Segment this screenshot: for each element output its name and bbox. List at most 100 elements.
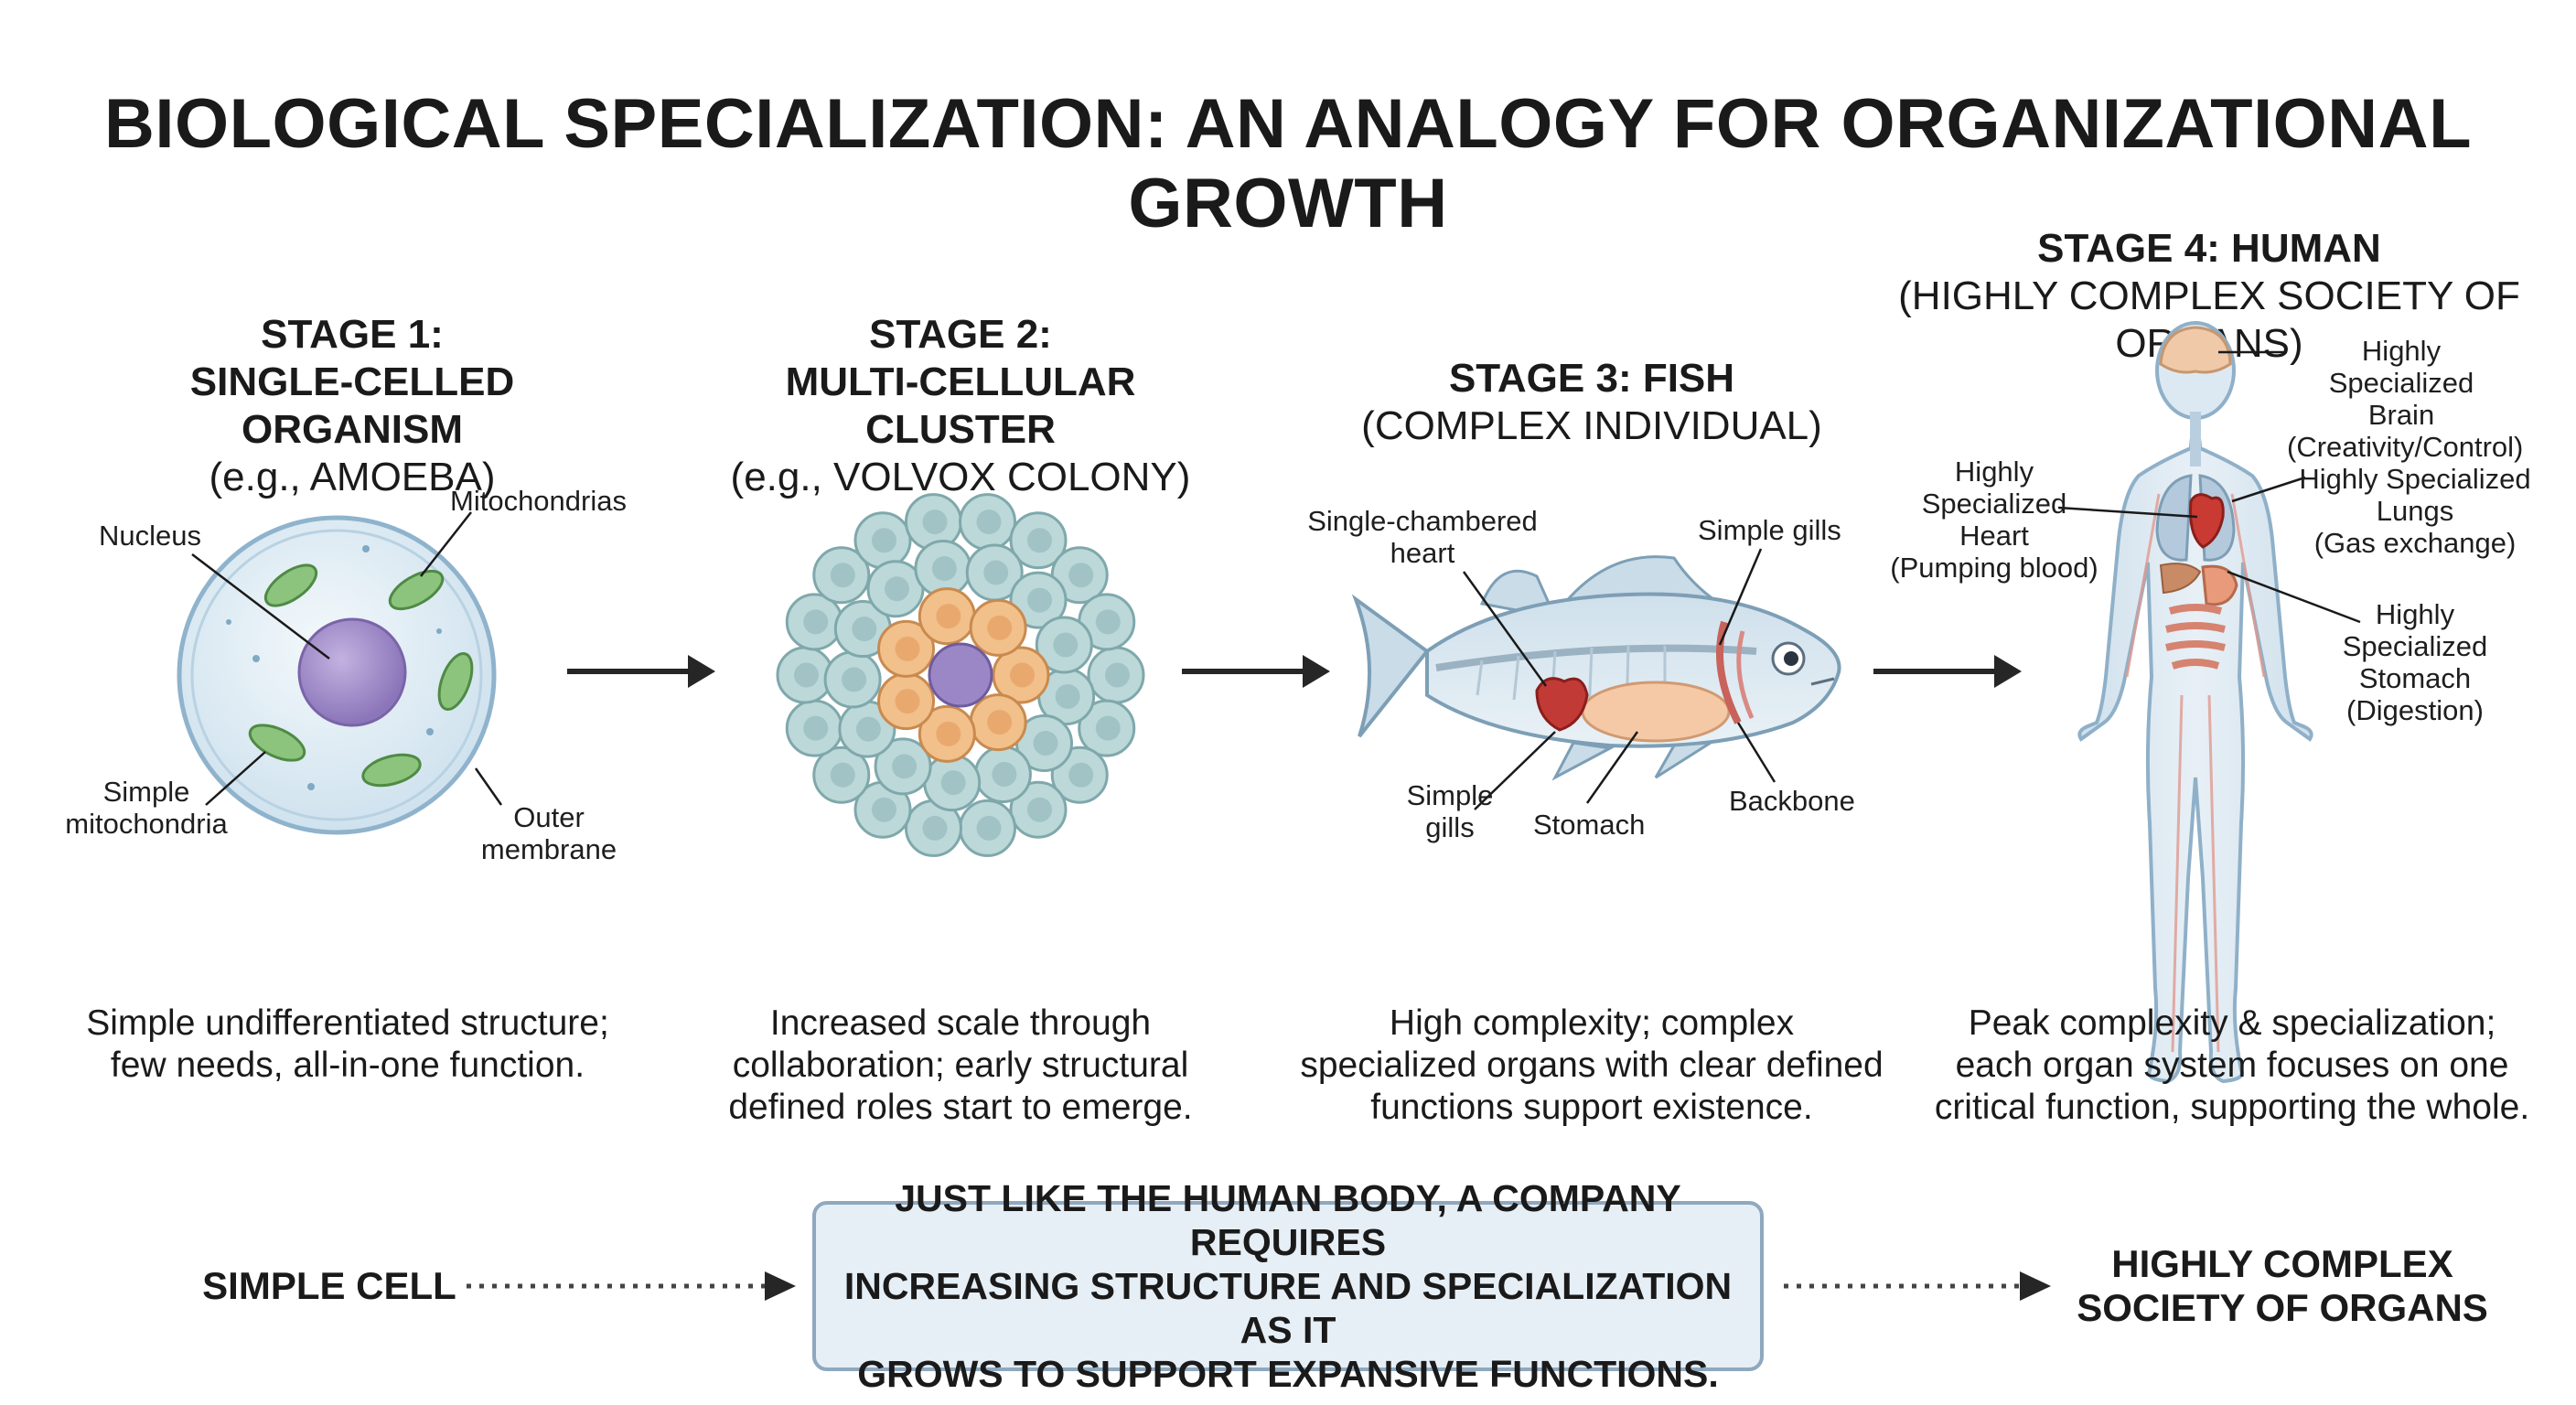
stage-2-heading-line-1: STAGE 2: (869, 312, 1052, 357)
cluster-outer-cell-nucleus (976, 815, 1002, 841)
label-lungs-line-1: Highly Specialized (2299, 463, 2531, 495)
stage-3-heading-line-1: STAGE 3: FISH (1448, 356, 1735, 401)
stage-4-subheading: (HIGHLY COMPLEX SOCIETY OF ORGANS) (1898, 273, 2520, 366)
stage-3-description: High complexity; complex specialized org… (1281, 1003, 1903, 1129)
callout-line-2: INCREASING STRUCTURE AND SPECIALIZATION … (843, 1265, 1733, 1351)
label-simple-mitochondria-line-1: Simple (102, 776, 190, 808)
label-stomach-human-line-1: Highly (2375, 598, 2455, 630)
label-lungs: Highly Specialized Lungs (Gas exchange) (2296, 463, 2534, 559)
cluster-outer-cell-nucleus (872, 797, 896, 822)
stage-1-heading: STAGE 1: SINGLE-CELLED ORGANISM (e.g., A… (119, 311, 585, 501)
label-mitochondrias: Mitochondrias (450, 485, 627, 517)
nucleus (297, 617, 407, 727)
callout-line-1: JUST LIKE THE HUMAN BODY, A COMPANY REQU… (895, 1177, 1681, 1263)
stage-4-description-line-1: Peak complexity & specialization; (1968, 1003, 2496, 1043)
label-outer-membrane-line-1: Outer (513, 801, 585, 833)
stage-2-subheading: (e.g., VOLVOX COLONY) (730, 455, 1191, 499)
stage-4-description-line-2: each organ system focuses on one (1955, 1046, 2509, 1085)
stage-4-heading: STAGE 4: HUMAN (HIGHLY COMPLEX SOCIETY O… (1866, 225, 2552, 368)
cluster-outer-cell-nucleus (940, 770, 966, 796)
stage-1-subheading: (e.g., AMOEBA) (209, 455, 496, 499)
cluster-outer-cell-nucleus (852, 617, 877, 642)
cluster-outer-cell-nucleus (1027, 528, 1052, 553)
stage-1-description: Simple undifferentiated structure; few n… (64, 1003, 631, 1087)
label-outer-membrane: Outer membrane (467, 801, 631, 865)
label-brain-line-1: Highly Specialized (2328, 335, 2474, 399)
flow-start-label: SIMPLE CELL (202, 1264, 456, 1307)
stage-3-description-line-2: specialized organs with clear defined (1300, 1046, 1884, 1085)
stage-3-heading: STAGE 3: FISH (COMPLEX INDIVIDUAL) (1326, 355, 1857, 450)
stage-2-description-line-2: collaboration; early structural (732, 1046, 1189, 1085)
label-single-chambered-heart-line-1: Single-chambered (1307, 505, 1538, 537)
cluster-outer-cell-nucleus (884, 576, 909, 602)
human-stomach (2201, 564, 2238, 606)
fish-heart (1535, 677, 1589, 732)
cluster-outer-cell-nucleus (794, 662, 819, 688)
cluster-outer-cell-nucleus (1068, 563, 1094, 588)
stage-1-description-line-2: few needs, all-in-one function. (110, 1046, 585, 1085)
stage-4-heading-line-1: STAGE 4: HUMAN (2037, 226, 2381, 271)
cluster-outer-cell-nucleus (976, 509, 1002, 535)
cluster-outer-cell-nucleus (922, 815, 948, 841)
label-stomach-human-line-4: (Digestion) (2346, 694, 2484, 726)
label-stomach-fish: Stomach (1533, 809, 1646, 841)
cluster-outer-cell-nucleus (1105, 662, 1130, 688)
cluster-outer-cell-nucleus (922, 509, 948, 535)
stage-4-description-line-3: critical function, supporting the whole. (1934, 1088, 2530, 1127)
cluster-outer-cell-nucleus (803, 715, 829, 741)
cluster-outer-cell-nucleus (872, 528, 896, 553)
cluster-outer-cell-nucleus (855, 716, 881, 742)
cluster-outer-cell-nucleus (830, 563, 855, 588)
stage-1-heading-line-1: STAGE 1: (261, 312, 444, 357)
cluster-inner-cell-nucleus (936, 721, 961, 746)
cluster-outer-cell-nucleus (1033, 731, 1058, 756)
label-lungs-line-2: Lungs (2376, 495, 2454, 527)
stage-3-description-line-3: functions support existence. (1370, 1088, 1813, 1127)
label-single-chambered-heart-line-2: heart (1390, 537, 1455, 569)
human-body (2077, 405, 2313, 1084)
arrow-stage-3-4 (1873, 655, 2022, 688)
stage-2-heading: STAGE 2: MULTI-CELLULAR CLUSTER (e.g., V… (714, 311, 1208, 501)
cluster-outer-cell-nucleus (803, 609, 829, 635)
label-simple-gills-bottom: Simple gills (1400, 779, 1500, 843)
flow-arrows (467, 1271, 2051, 1301)
cluster-outer-cell-nucleus (983, 560, 1009, 585)
cluster-inner-cell-nucleus (987, 615, 1013, 640)
flow-end-line-2: SOCIETY OF ORGANS (2077, 1286, 2488, 1329)
stage-1-heading-line-2: SINGLE-CELLED ORGANISM (189, 359, 515, 452)
label-stomach-human-line-3: Stomach (2358, 662, 2472, 694)
label-simple-mitochondria-line-2: mitochondria (65, 808, 228, 840)
flow-end-label: HIGHLY COMPLEX SOCIETY OF ORGANS (2063, 1242, 2502, 1330)
label-single-chambered-heart: Single-chambered heart (1299, 505, 1546, 569)
cluster-outer-cell-nucleus (1095, 715, 1121, 741)
arrow-stage-2-3 (1182, 655, 1330, 688)
stage-2-description: Increased scale through collaboration; e… (677, 1003, 1244, 1129)
human-heart (2189, 493, 2225, 549)
cluster-outer-cell-nucleus (1095, 609, 1121, 635)
human-illustration (2057, 321, 2361, 1084)
human-lungs (2155, 474, 2193, 562)
stage-3-subheading: (COMPLEX INDIVIDUAL) (1361, 403, 1822, 448)
cluster-inner-cell-nucleus (895, 689, 920, 714)
cluster-outer-cell-nucleus (1053, 632, 1079, 658)
human-intestines (2165, 604, 2226, 670)
stage-4-description: Peak complexity & specialization; each o… (1903, 1003, 2561, 1129)
mitochondria (248, 563, 474, 788)
stage-2-description-line-1: Increased scale through (769, 1003, 1152, 1043)
label-brain-line-3: (Creativity/Control) (2287, 431, 2524, 463)
cluster-inner-cell-nucleus (1010, 662, 1035, 688)
cluster-outer-cell-nucleus (1027, 797, 1052, 822)
stage-1-description-line-1: Simple undifferentiated structure; (86, 1003, 609, 1043)
page-title: BIOLOGICAL SPECIALIZATION: AN ANALOGY FO… (104, 85, 2472, 242)
stage-arrows (567, 655, 2022, 688)
cluster-inner-cell-nucleus (936, 604, 961, 629)
label-heart-human-line-3: Heart (1959, 520, 2029, 552)
callout-line-3: GROWS TO SUPPORT EXPANSIVE FUNCTIONS. (857, 1353, 1719, 1395)
label-heart-human-line-2: Specialized (1921, 488, 2067, 520)
cluster-inner-cell-nucleus (987, 710, 1013, 735)
arrow-stage-1-2 (567, 655, 715, 688)
label-simple-mitochondria: Simple mitochondria (55, 776, 238, 840)
stage-2-heading-line-2: MULTI-CELLULAR CLUSTER (785, 359, 1136, 452)
cluster-outer-cell-nucleus (1068, 762, 1094, 788)
